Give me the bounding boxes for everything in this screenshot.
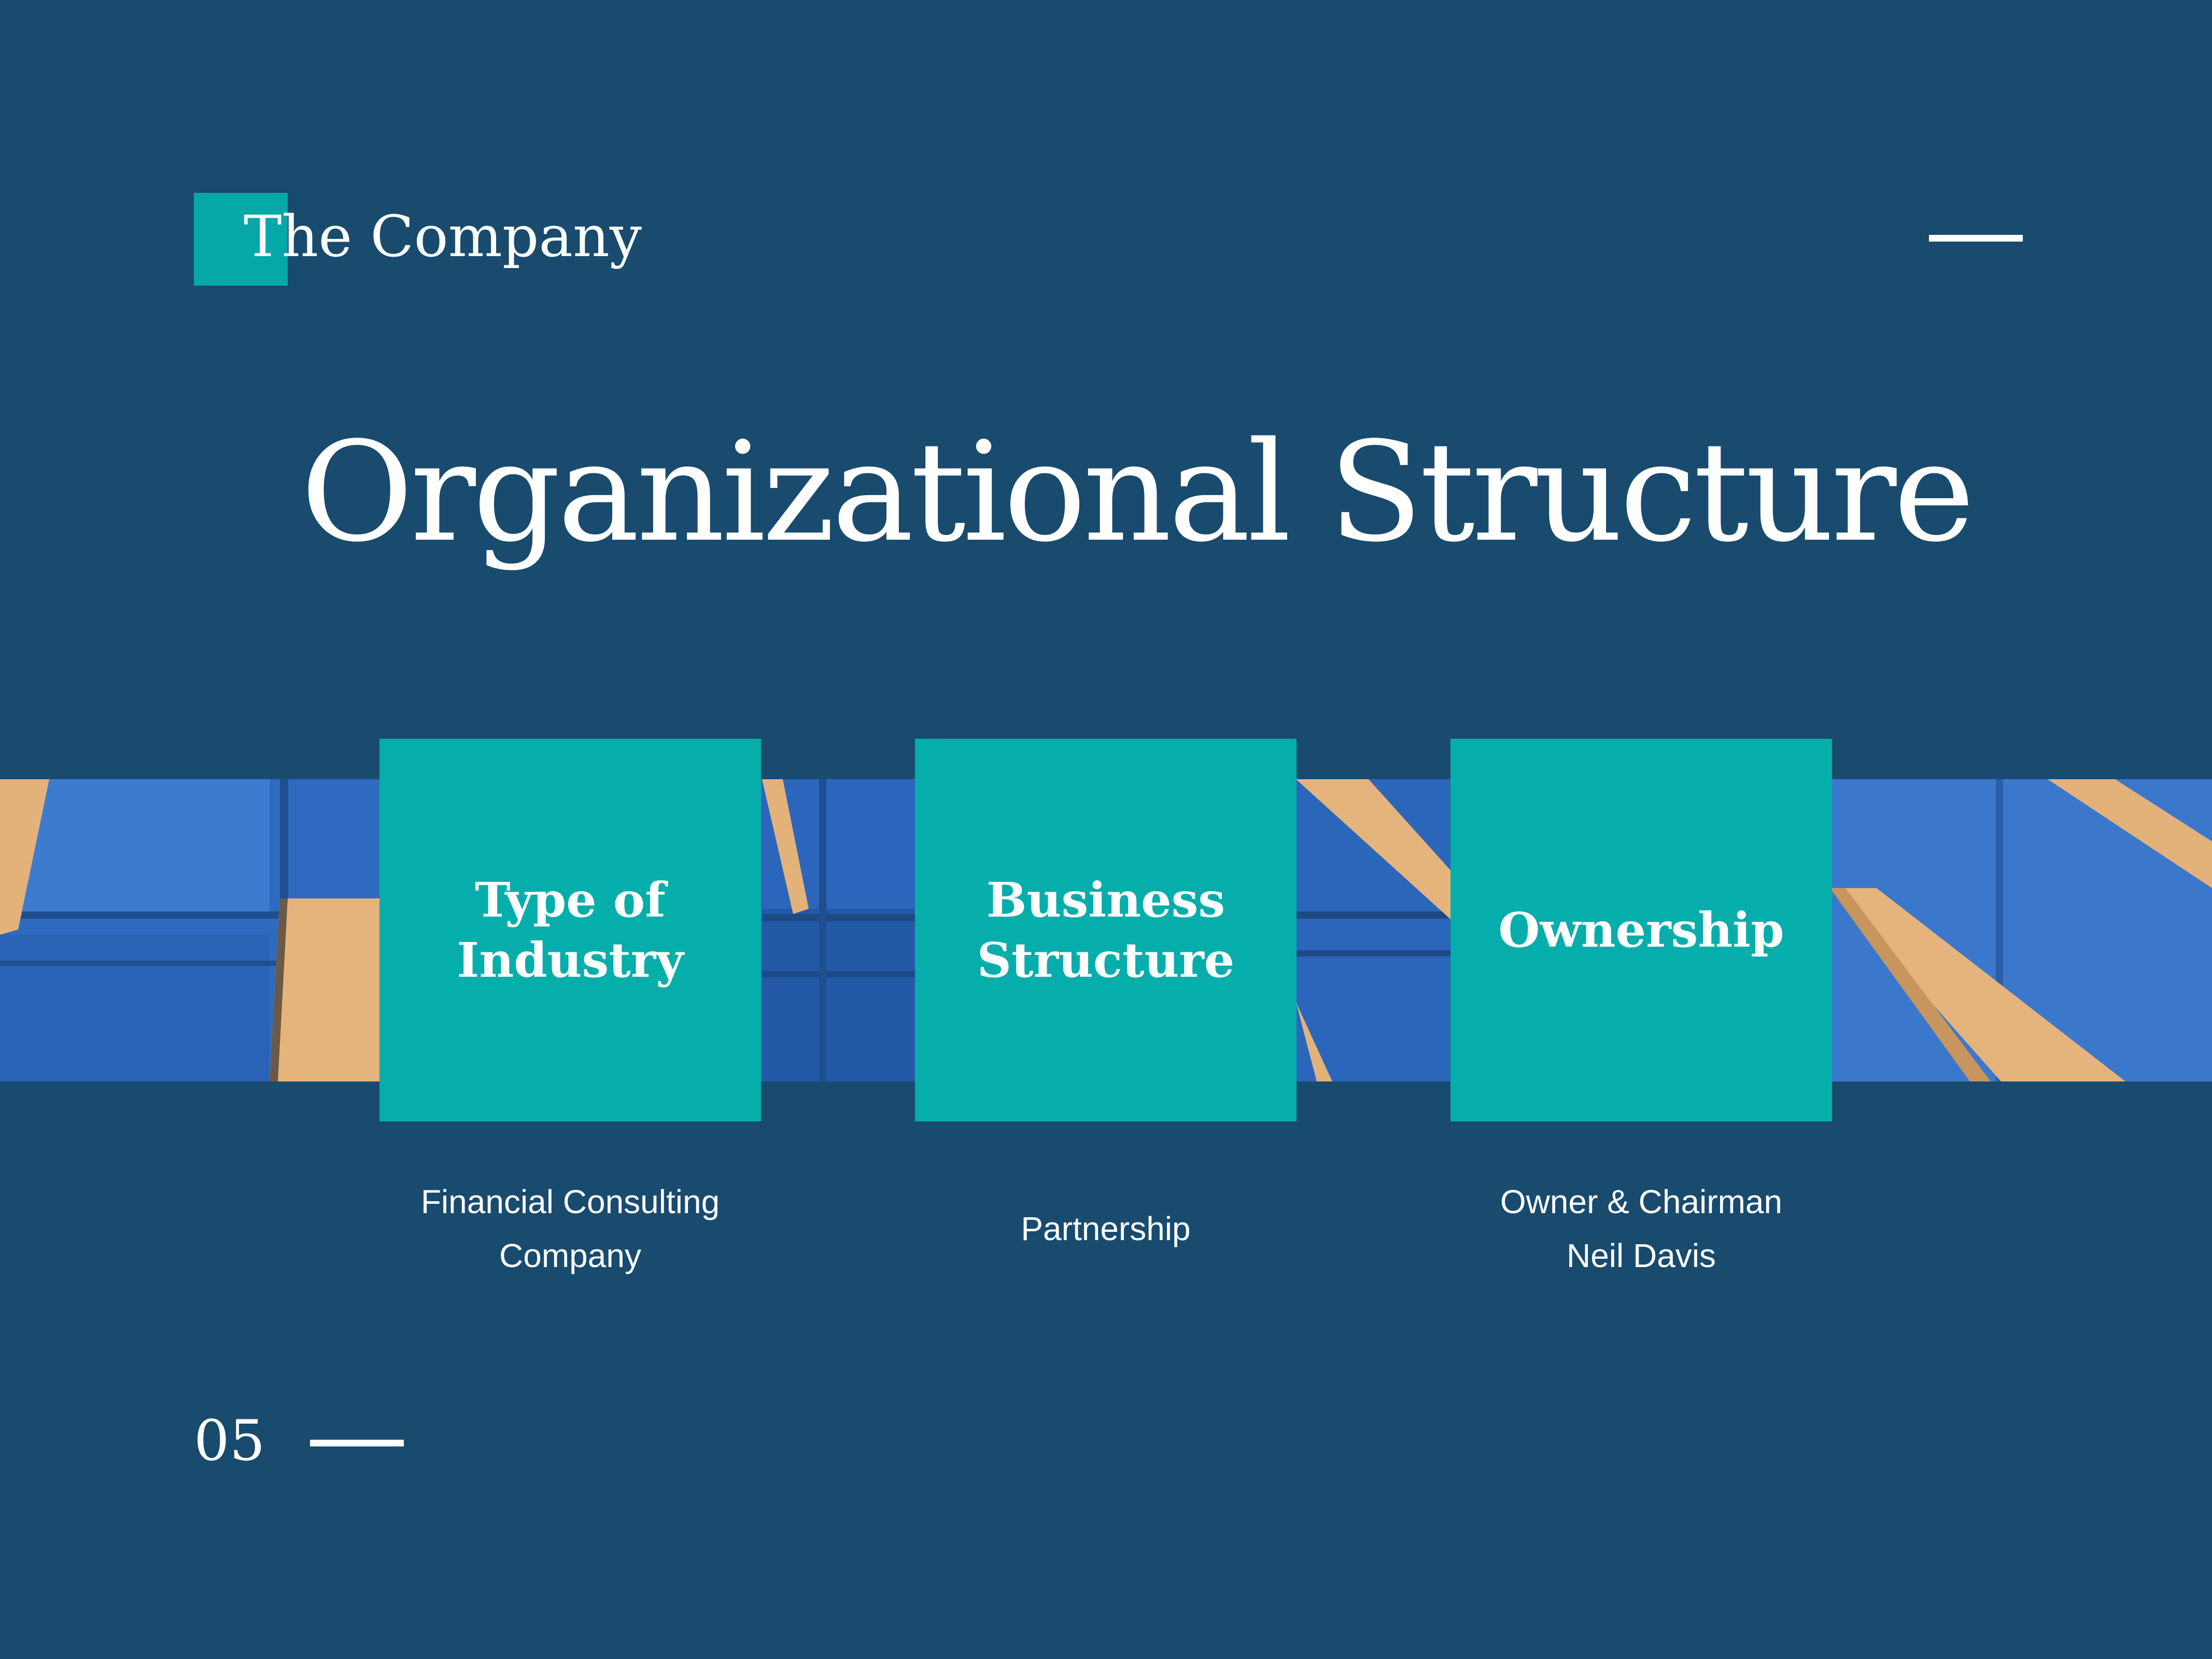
description-ownership: Owner & Chairman Neil Davis <box>1408 1166 1875 1291</box>
description-line: Company <box>499 1237 641 1274</box>
card-business-structure: Business Structure <box>915 739 1297 1121</box>
page-title: Organizational Structure <box>301 413 1975 572</box>
card-label: Ownership <box>1498 902 1784 958</box>
description-line: Neil Davis <box>1566 1237 1716 1274</box>
description-line: Owner & Chairman <box>1500 1183 1783 1220</box>
top-right-rule <box>1929 235 2023 242</box>
card-ownership: Ownership <box>1450 739 1832 1121</box>
card-label: Business Structure <box>977 872 1235 988</box>
description-line: Financial Consulting <box>420 1183 720 1220</box>
card-type-of-industry: Type of Industry <box>379 739 761 1121</box>
description-line: Partnership <box>1021 1210 1191 1247</box>
footer-rule <box>310 1440 404 1446</box>
description-type-of-industry: Financial Consulting Company <box>337 1166 804 1291</box>
page-number: 05 <box>194 1409 265 1473</box>
card-label: Type of Industry <box>457 872 684 988</box>
section-label: The Company <box>244 203 642 270</box>
header-accent-square <box>194 193 288 286</box>
description-business-structure: Partnership <box>872 1166 1339 1291</box>
